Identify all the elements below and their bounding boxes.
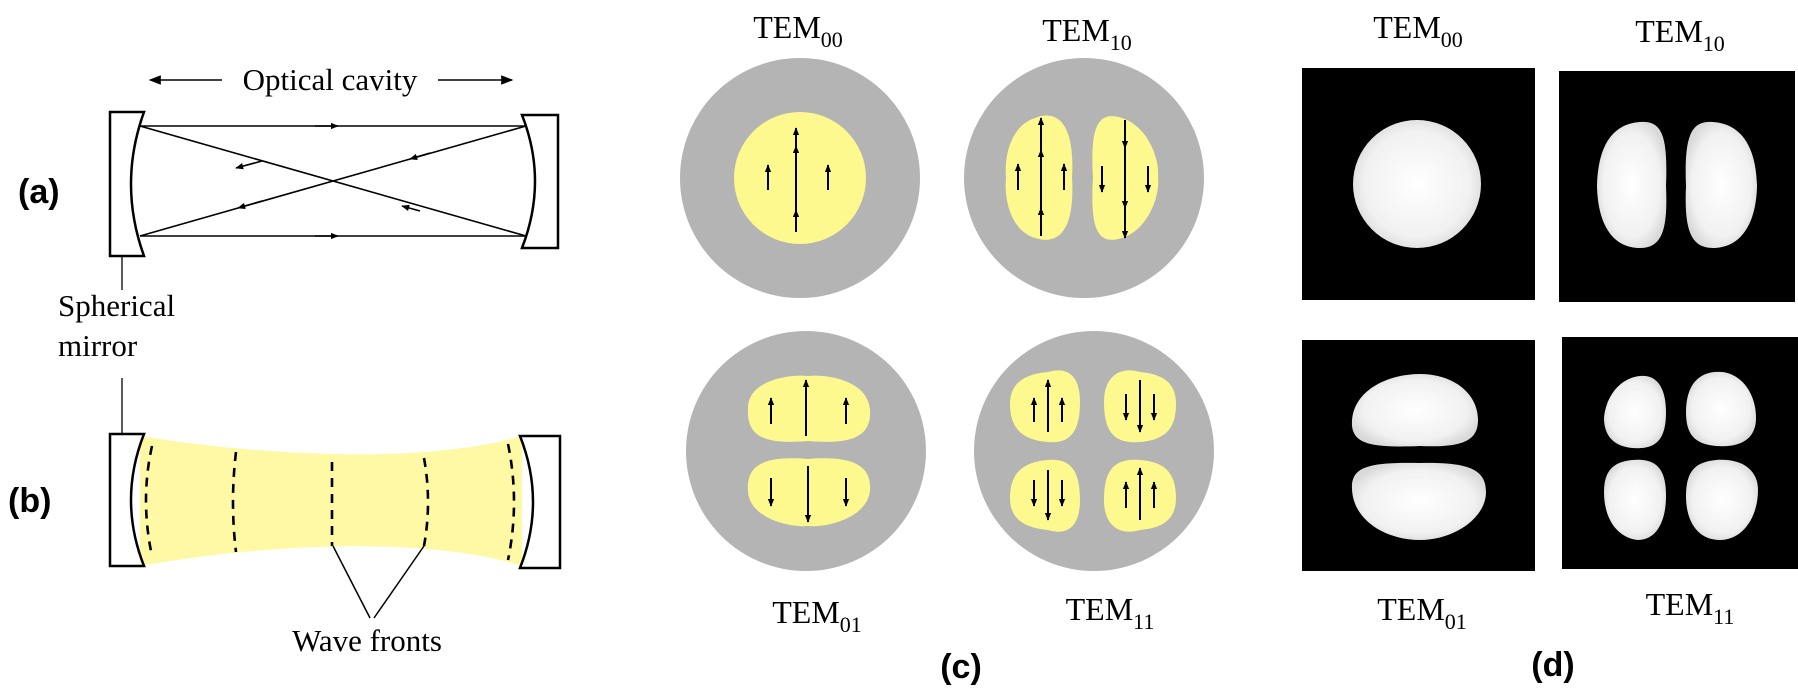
mode-c-tem00-title: TEM00 xyxy=(753,9,843,52)
mode-c-tem00 xyxy=(680,58,920,298)
panel-a-label: (a) xyxy=(18,173,60,211)
mode-d-tem01 xyxy=(1302,340,1535,571)
mode-d-tem00 xyxy=(1302,68,1535,300)
cavity-rays xyxy=(139,125,527,237)
mode-c-tem01-title: TEM01 xyxy=(772,594,862,637)
wave-front-leaders xyxy=(332,545,425,619)
panel-d-label: (d) xyxy=(1531,646,1574,684)
mode-d-tem11-title: TEM11 xyxy=(1646,586,1735,629)
mode-d-tem11 xyxy=(1562,337,1798,569)
mode-c-tem11-title: TEM11 xyxy=(1066,591,1155,634)
panel-b: (b) Wave fronts xyxy=(8,432,562,658)
left-mirror-b xyxy=(108,432,146,568)
panel-d: (d) TEM00 TEM10 TEM01 TEM11 xyxy=(1302,9,1798,684)
panel-c-label: (c) xyxy=(940,648,982,686)
panel-b-label: (b) xyxy=(8,482,51,520)
right-mirror-b xyxy=(518,434,562,570)
mode-c-tem10-title: TEM10 xyxy=(1042,12,1132,55)
panel-c: (c) TEM00 TEM10 TEM01 TEM11 xyxy=(680,9,1214,686)
mode-d-tem01-title: TEM01 xyxy=(1377,591,1467,634)
panel-a: (a) Optical cavity Spherical mirror xyxy=(18,62,560,434)
mode-d-tem10-title: TEM10 xyxy=(1635,13,1725,56)
ray-direction-arrows xyxy=(235,122,431,240)
mode-c-tem01 xyxy=(686,331,926,571)
wave-fronts-label: Wave fronts xyxy=(292,623,442,658)
mirror-label-line2: mirror xyxy=(58,328,138,363)
mirror-label-line1: Spherical xyxy=(58,288,175,323)
mode-d-tem10 xyxy=(1559,71,1795,302)
mode-d-tem00-title: TEM00 xyxy=(1373,9,1463,52)
mode-c-tem10 xyxy=(964,58,1204,298)
left-mirror-a xyxy=(108,110,146,258)
cavity-label: Optical cavity xyxy=(243,62,418,97)
wave-front-lines xyxy=(144,443,516,561)
mode-c-tem11 xyxy=(974,331,1214,571)
right-mirror-a xyxy=(520,113,560,250)
